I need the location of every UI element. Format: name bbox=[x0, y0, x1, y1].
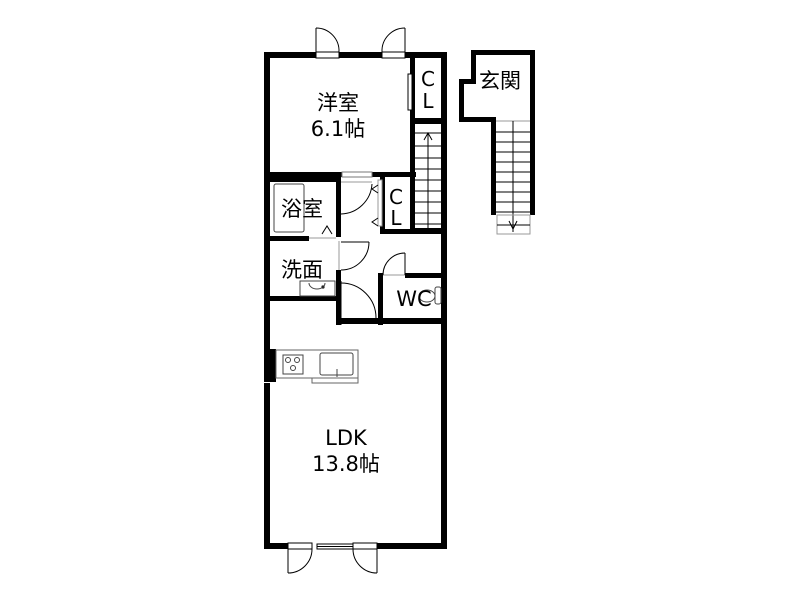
bath-walls bbox=[264, 177, 341, 241]
entrance-walls bbox=[459, 50, 535, 215]
kitchen-wall-block bbox=[264, 349, 276, 382]
wash-basin bbox=[299, 280, 336, 297]
washroom-door bbox=[340, 241, 370, 271]
closet-mid-door-marks bbox=[371, 184, 379, 227]
closet-top-label-c: C bbox=[421, 67, 435, 91]
washroom-name: 洗面 bbox=[281, 258, 323, 282]
western-room-size: 6.1帖 bbox=[311, 117, 365, 141]
toilet-name: WC bbox=[396, 287, 431, 311]
stairs-bottom-wall bbox=[410, 228, 447, 234]
door-top-right bbox=[381, 27, 406, 59]
hall-door-bath bbox=[340, 181, 373, 215]
closet-top-label-l: L bbox=[422, 89, 434, 113]
toilet-fixture bbox=[418, 286, 442, 305]
washroom-walls bbox=[264, 270, 341, 325]
stove bbox=[282, 354, 304, 375]
closet-mid-door bbox=[377, 179, 383, 227]
door-bottom-right bbox=[352, 542, 378, 574]
door-bottom-left bbox=[287, 542, 313, 574]
closet-top-door bbox=[407, 73, 413, 111]
stairs-main bbox=[415, 131, 441, 230]
stairs-entrance bbox=[496, 120, 531, 235]
kitchen-counter bbox=[275, 349, 359, 384]
wc-walls bbox=[336, 273, 447, 325]
western-room-door bbox=[341, 171, 373, 178]
wc-door bbox=[382, 252, 406, 276]
western-room-name: 洋室 bbox=[317, 91, 359, 115]
bathtub bbox=[273, 183, 305, 233]
closet-mid-label-l: L bbox=[390, 206, 402, 230]
closet-mid-label-c: C bbox=[389, 185, 403, 209]
bath-door bbox=[309, 225, 336, 239]
outer-walls bbox=[264, 52, 447, 549]
sink bbox=[319, 352, 354, 377]
door-top-left bbox=[315, 27, 340, 59]
entrance-name: 玄関 bbox=[479, 69, 521, 93]
ldk-name: LDK bbox=[325, 426, 368, 450]
ldk-size: 13.8帖 bbox=[312, 452, 380, 476]
bath-name: 浴室 bbox=[281, 197, 323, 221]
